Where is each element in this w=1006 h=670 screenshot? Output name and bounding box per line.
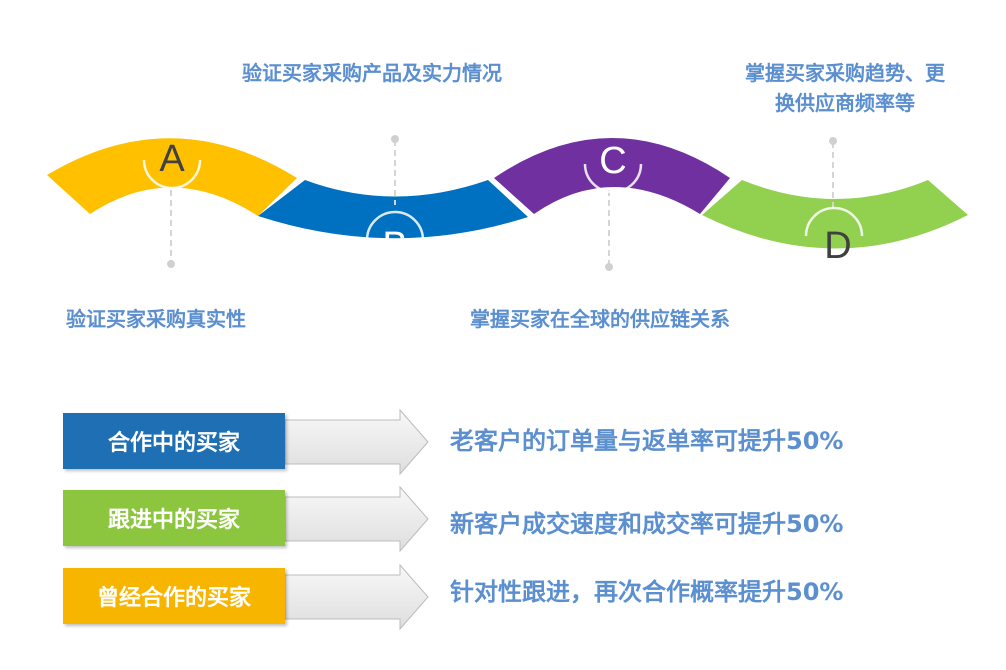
wave-diagram: A B C D [47,135,968,271]
row-label-1: 合作中的买家 [63,413,285,469]
arc-a [142,159,202,190]
connector-dot-b [391,135,399,143]
segment-c [494,138,730,214]
arc-b [365,210,425,241]
segment-a [47,138,297,216]
row-label-2: 跟进中的买家 [63,490,285,546]
segment-d [702,180,968,249]
stage-letter-c: C [599,140,626,182]
stage-letter-a: A [159,138,185,180]
caption-b: 验证买家采购产品及实力情况 [242,61,502,85]
row-result-1: 老客户的订单量与返单率可提升50% [450,427,844,455]
connector-dot-d [829,137,837,145]
caption-d-line-2: 换供应商频率等 [775,91,915,115]
arc-c [583,163,643,194]
arc-d [804,206,864,237]
caption-c: 掌握买家在全球的供应链关系 [470,307,730,331]
row-label-3: 曾经合作的买家 [63,568,285,624]
stage-letter-b: B [382,225,407,267]
connector-dot-a [167,260,175,268]
row-result-2: 新客户成交速度和成交率可提升50% [450,510,844,538]
row-result-3: 针对性跟进，再次合作概率提升50% [450,578,844,606]
connector-dot-c [605,263,613,271]
row-arrow-1 [284,408,429,476]
stage-letter-d: D [824,225,851,267]
segment-b [258,180,528,239]
row-arrow-2 [284,485,429,553]
row-arrow-3 [284,563,429,631]
caption-d: 掌握买家采购趋势、更 换供应商频率等 [700,58,990,118]
caption-a: 验证买家采购真实性 [66,307,246,331]
caption-d-line-1: 掌握买家采购趋势、更 [745,61,945,85]
